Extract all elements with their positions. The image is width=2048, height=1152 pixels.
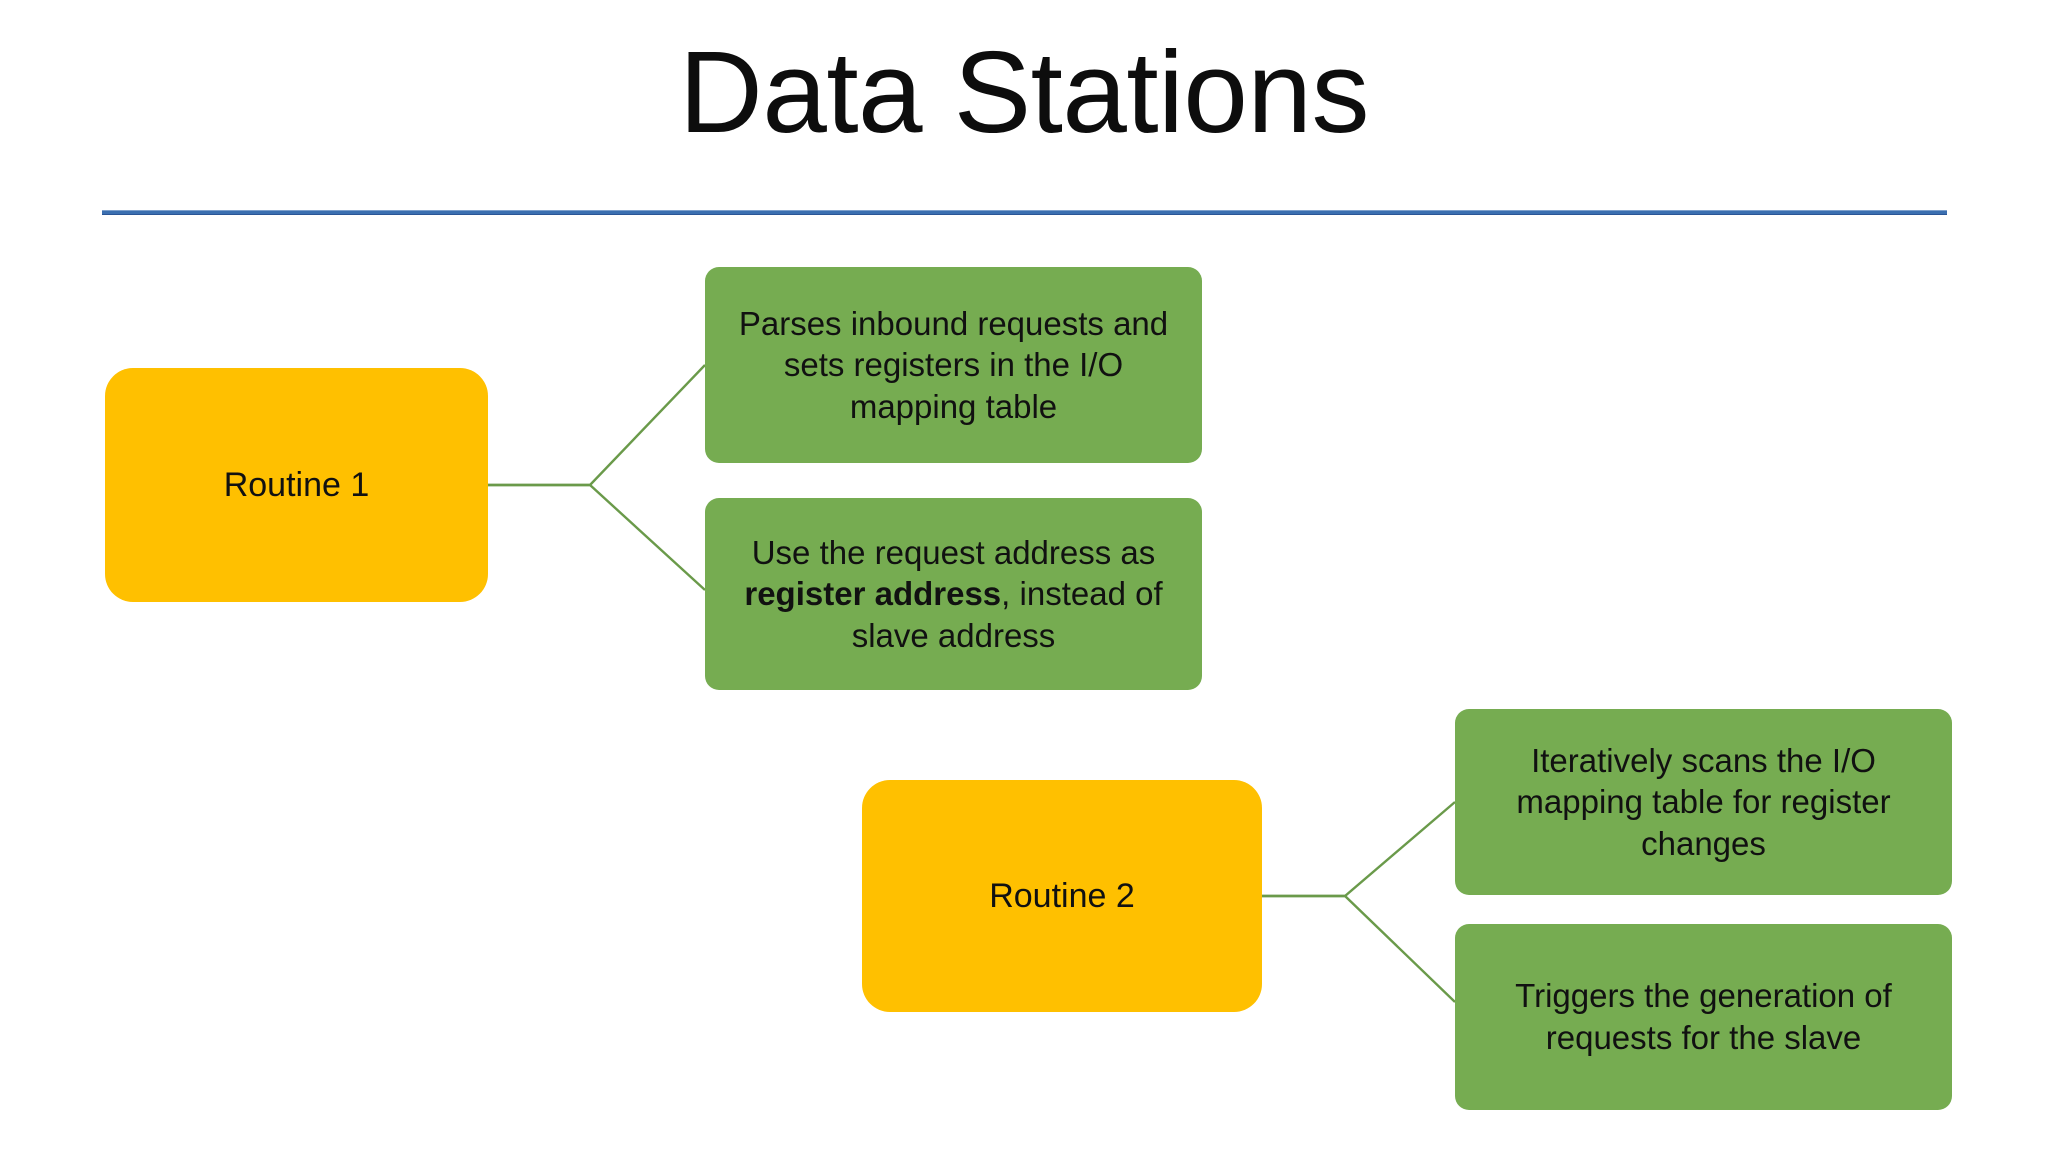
node-detail-2b-label: Triggers the generation of requests for … (1515, 977, 1892, 1056)
node-routine-2-label: Routine 2 (989, 876, 1135, 915)
connector-routine2-to-detail2a (1262, 801, 1456, 898)
title-underline-rule (102, 210, 1947, 215)
node-detail-triggers-generation[interactable]: Triggers the generation of requests for … (1455, 924, 1952, 1110)
node-detail-1b-label: Use the request address as register addr… (723, 532, 1184, 657)
node-detail-iteratively-scans[interactable]: Iteratively scans the I/O mapping table … (1455, 709, 1952, 895)
node-detail-1b-bold-segment: register address (744, 575, 1002, 613)
node-detail-2a-label: Iteratively scans the I/O mapping table … (1516, 741, 1891, 862)
node-routine-2[interactable]: Routine 2 (862, 780, 1262, 1012)
node-detail-parses-inbound-requests[interactable]: Parses inbound requests and sets registe… (705, 267, 1202, 463)
node-routine-1-label: Routine 1 (223, 465, 370, 504)
connector-routine2-to-detail2b (1262, 894, 1456, 1003)
node-detail-1a-label: Parses inbound requests and sets registe… (738, 304, 1169, 425)
node-detail-1b-text-after: , instead of slave address (851, 575, 1163, 654)
page-title: Data Stations (679, 27, 1369, 157)
connector-routine1-to-detail1a (488, 364, 706, 487)
connector-routine1-to-detail1b (488, 483, 706, 591)
node-detail-1b-text-before: Use the request address as (751, 533, 1156, 571)
node-routine-1[interactable]: Routine 1 (105, 368, 488, 602)
node-detail-use-request-address[interactable]: Use the request address as register addr… (705, 498, 1202, 690)
